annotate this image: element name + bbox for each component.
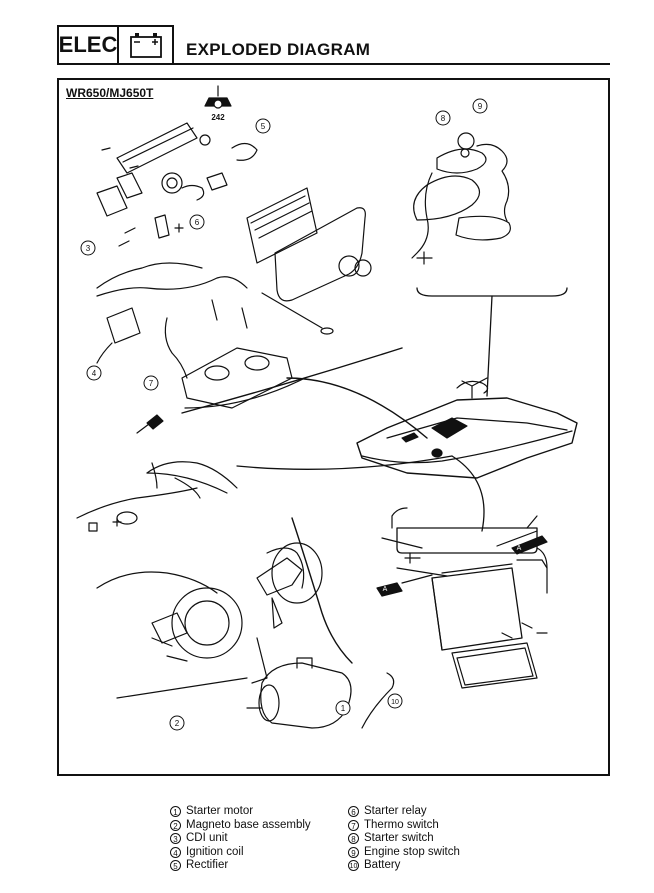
legend-item: 5 Rectifier — [170, 859, 311, 873]
legend-number: 5 — [170, 860, 181, 872]
legend-number: 4 — [170, 846, 181, 858]
callout-2 — [169, 715, 185, 731]
callout-5-label: 5 — [261, 122, 266, 131]
tool-symbol-icon — [204, 85, 232, 109]
wiring-harness — [76, 461, 238, 532]
legend-label: Starter motor — [186, 805, 254, 817]
callout-10-label: 10 — [391, 699, 399, 706]
cylinder-head — [136, 347, 306, 434]
page-title: EXPLODED DIAGRAM — [186, 40, 371, 59]
callout-6 — [189, 214, 205, 230]
switch-group — [411, 132, 511, 265]
starter-motor — [246, 657, 352, 729]
legend-label: Rectifier — [186, 859, 229, 871]
legend-number: 6 — [348, 806, 359, 818]
cover-plates — [246, 187, 372, 302]
legend-item: 4 Ignition coil — [170, 846, 311, 860]
legend-item: 8 Starter switch — [348, 832, 460, 846]
legend-label: CDI unit — [186, 832, 228, 844]
legend-number: 7 — [348, 819, 359, 831]
legend-left: 1 Starter motor 2 Magneto base assembly … — [170, 805, 311, 873]
legend-number: 1 — [170, 806, 181, 818]
callout-3-label: 3 — [86, 244, 91, 253]
callout-7-label: 7 — [149, 379, 154, 388]
battery-group — [376, 507, 548, 689]
magneto-base-assembly — [96, 517, 353, 699]
tool-number: 242 — [211, 113, 225, 122]
callout-5 — [255, 118, 271, 134]
torque-marker-1: A — [146, 409, 151, 416]
callout-8 — [435, 110, 451, 126]
electrical-box-group — [96, 122, 258, 247]
legend-number: 2 — [170, 819, 181, 831]
legend-item: 9 Engine stop switch — [348, 846, 460, 860]
callout-10 — [387, 693, 403, 709]
diagram-frame — [57, 78, 610, 776]
legend-label: Engine stop switch — [364, 845, 460, 858]
callout-9 — [472, 98, 488, 114]
model-label: WR650/MJ650T — [66, 86, 154, 100]
callout-4 — [86, 365, 102, 381]
legend-number: 9 — [348, 846, 359, 858]
legend-label: Thermo switch — [364, 818, 439, 831]
callout-6-label: 6 — [195, 218, 200, 227]
callout-1 — [335, 700, 351, 716]
ignition-coil-group — [96, 262, 334, 379]
callout-1-label: 1 — [341, 704, 346, 713]
callout-7 — [143, 375, 159, 391]
legend-label: Starter relay — [364, 805, 427, 817]
legend-number: 3 — [170, 833, 181, 845]
legend-item: 10 Battery — [348, 859, 460, 873]
callout-2-label: 2 — [175, 719, 180, 728]
legend-number: 10 — [348, 860, 359, 872]
legend-item: 1 Starter motor — [170, 805, 311, 819]
watercraft-hull — [356, 377, 578, 479]
header-divider — [174, 63, 610, 65]
legend-label: Battery — [364, 859, 401, 871]
legend-item: 6 Starter relay — [348, 805, 460, 819]
legend-right: 6 Starter relay 7 Thermo switch 8 Starte… — [348, 805, 460, 873]
legend-label: Ignition coil — [186, 845, 244, 858]
legend-label: Starter switch — [364, 832, 434, 844]
legend-item: 7 Thermo switch — [348, 819, 460, 833]
legend-item: 2 Magneto base assembly — [170, 819, 311, 833]
battery-icon — [119, 25, 174, 65]
callout-4-label: 4 — [92, 369, 97, 378]
legend-number: 8 — [348, 833, 359, 845]
legend-item: 3 CDI unit — [170, 832, 311, 846]
torque-marker-3: A — [517, 545, 522, 552]
torque-marker-2: A — [383, 586, 388, 593]
callout-3 — [80, 240, 96, 256]
callout-8-label: 8 — [441, 114, 446, 123]
section-tab: ELEC — [57, 25, 119, 65]
section-tab-label: ELEC — [58, 32, 118, 57]
legend-label: Magneto base assembly — [186, 818, 311, 831]
callout-9-label: 9 — [478, 102, 483, 111]
exploded-diagram-artwork: 1 2 3 4 5 6 7 8 9 10 242 A A A — [76, 85, 578, 731]
